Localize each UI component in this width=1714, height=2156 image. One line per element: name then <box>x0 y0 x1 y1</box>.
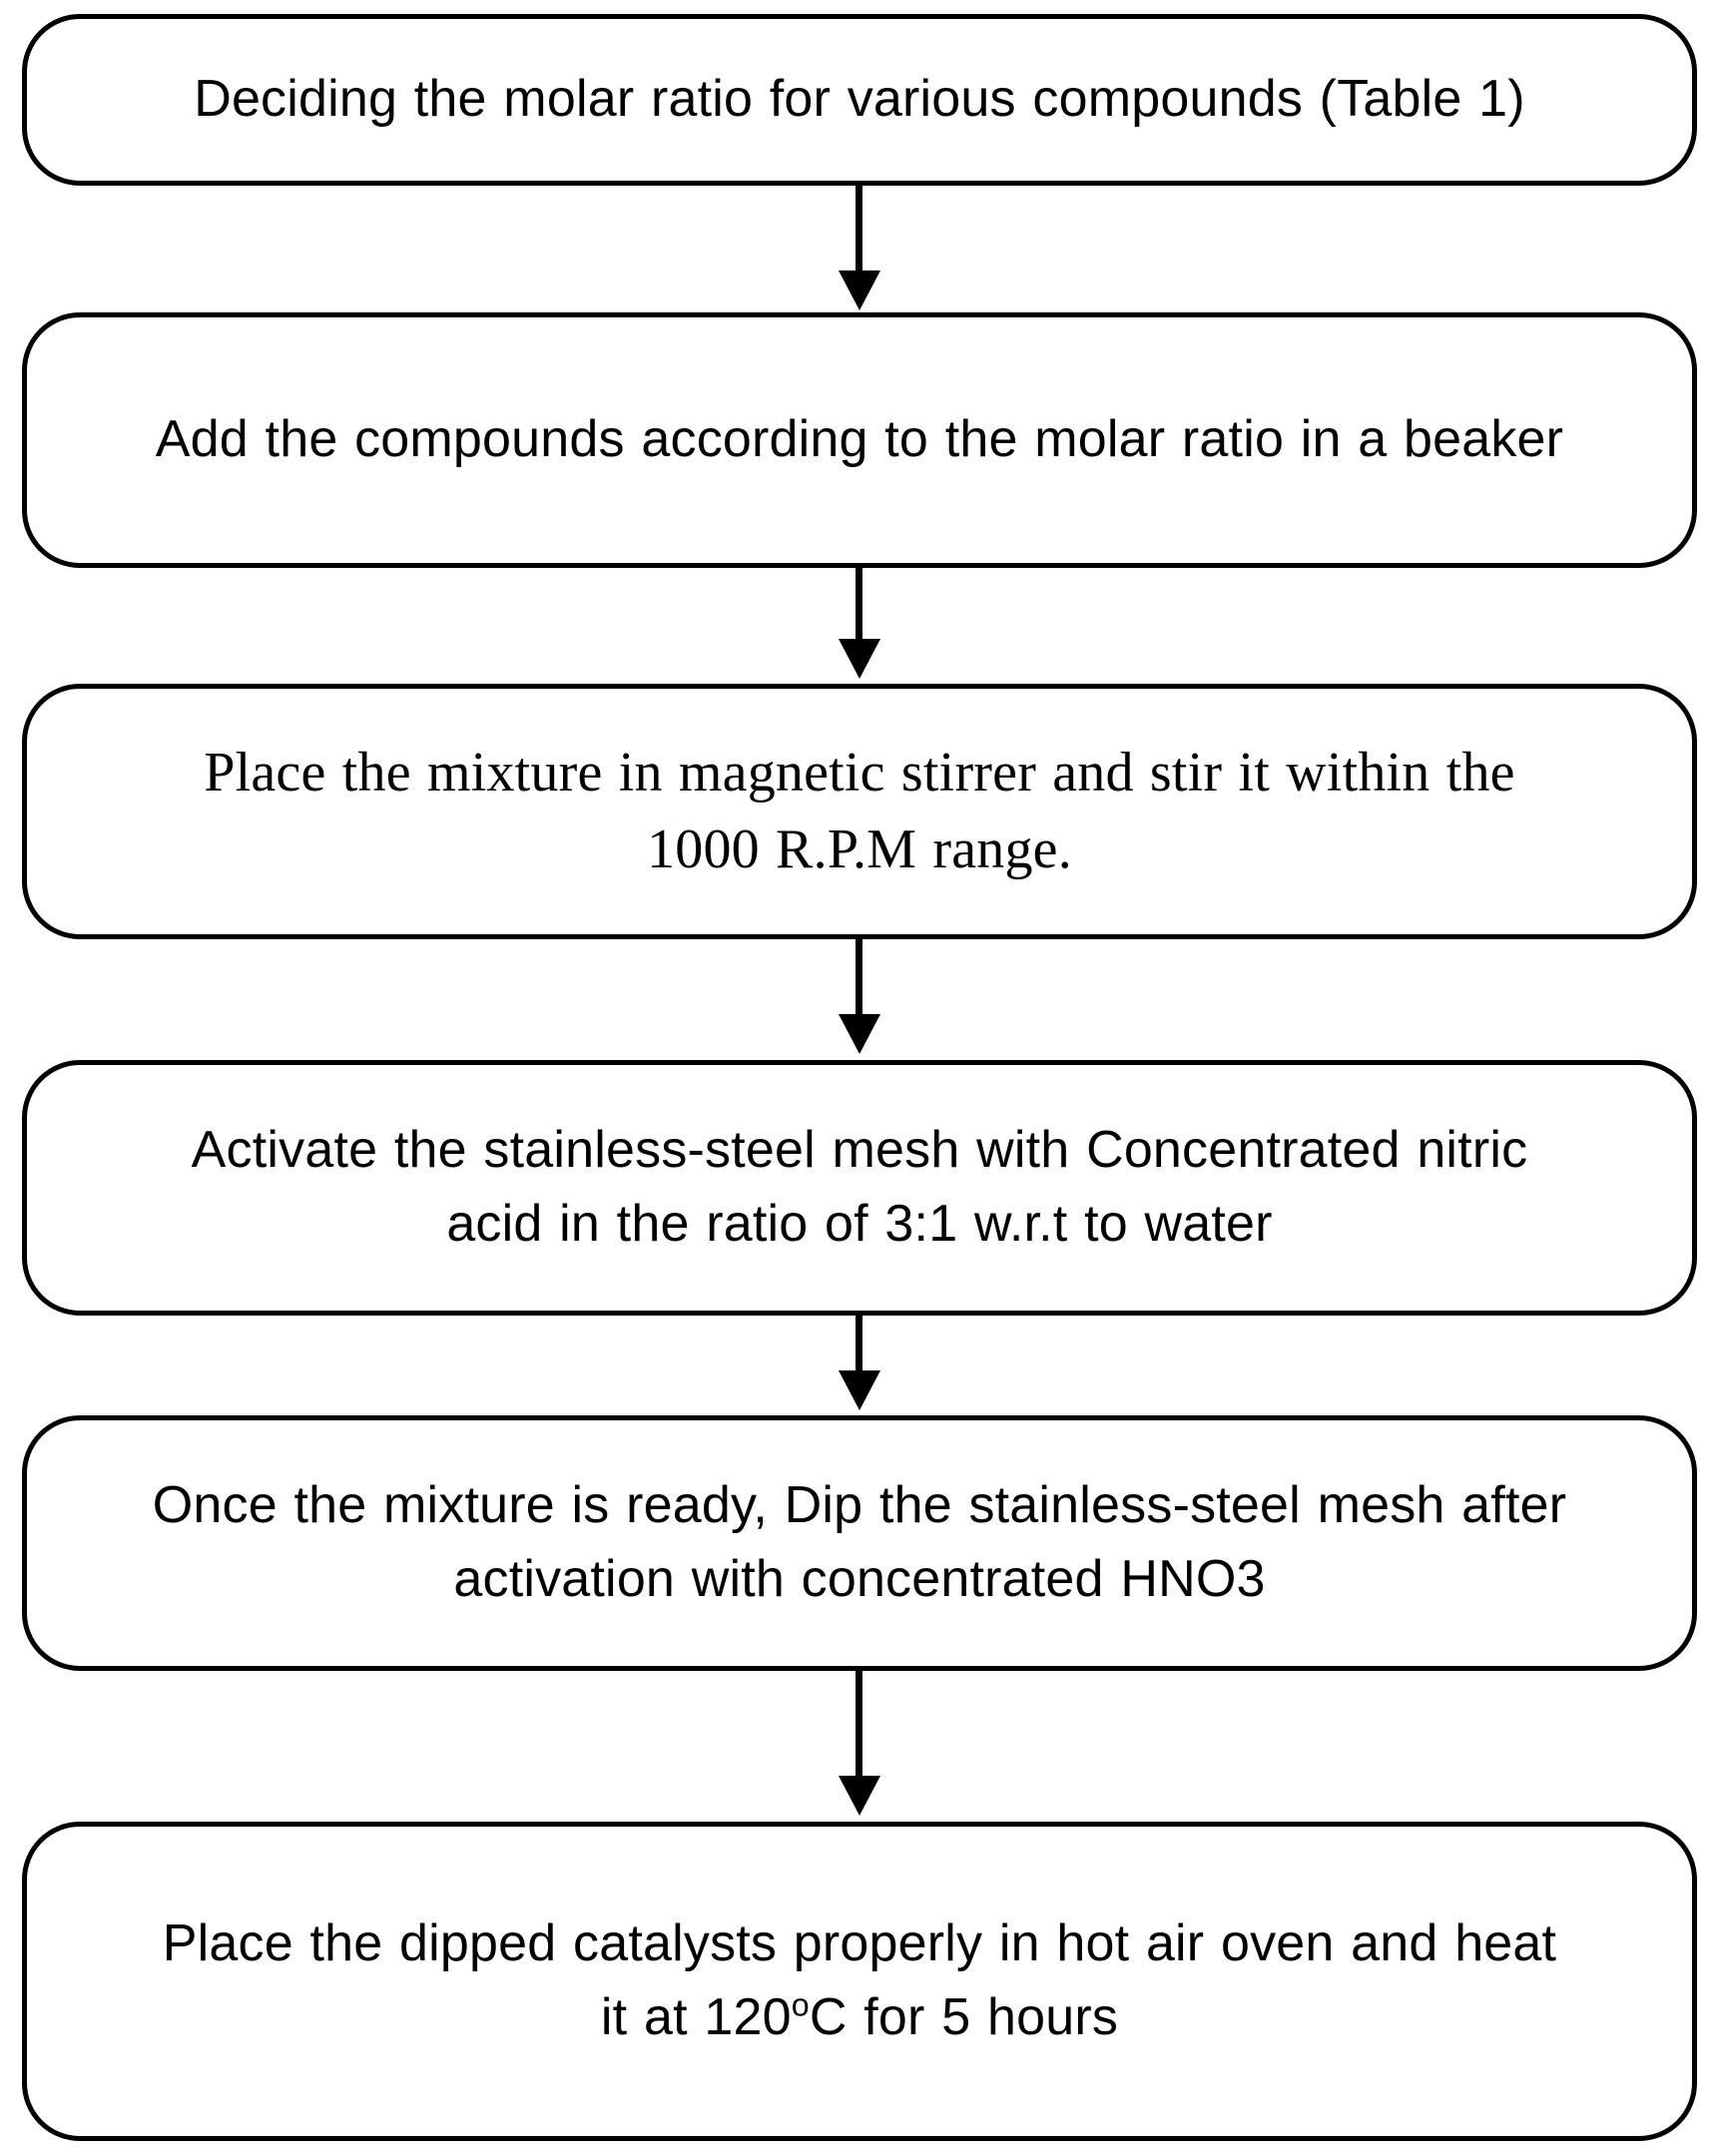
node-label-step-3-line-2: 1000 R.P.M range. <box>647 818 1072 880</box>
arrow-head-icon <box>839 639 880 679</box>
node-label-step-5-line-2: activation with concentrated HNO3 <box>453 1550 1266 1608</box>
node-label-step-3-line-1: Place the mixture in magnetic stirrer an… <box>204 741 1515 804</box>
arrow-shaft <box>856 1316 862 1373</box>
node-label-step-5-line-1: Once the mixture is ready, Dip the stain… <box>152 1476 1567 1535</box>
node-label-step-6-temp-prefix: it at 120 <box>600 1988 792 2046</box>
flowchart-node-step-6[interactable]: Place the dipped catalysts properly in h… <box>22 1822 1697 2141</box>
flowchart-node-step-2[interactable]: Add the compounds according to the molar… <box>22 312 1697 568</box>
arrow-head-icon <box>839 1370 880 1410</box>
node-label-step-3: Place the mixture in magnetic stirrer an… <box>94 735 1626 889</box>
arrow-head-icon <box>839 1014 880 1054</box>
node-label-step-4: Activate the stainless-steel mesh with C… <box>94 1114 1626 1262</box>
node-label-step-4-line-2: acid in the ratio of 3:1 w.r.t to water <box>446 1195 1273 1253</box>
node-label-step-1: Deciding the molar ratio for various com… <box>194 70 1525 129</box>
flowchart-node-step-4[interactable]: Activate the stainless-steel mesh with C… <box>22 1060 1697 1316</box>
flowchart-node-step-5[interactable]: Once the mixture is ready, Dip the stain… <box>22 1415 1697 1671</box>
arrow-shaft <box>856 186 862 273</box>
arrow-shaft <box>856 939 862 1017</box>
node-label-step-6-line-2: it at 120oC for 5 hours <box>601 1988 1118 2046</box>
flowchart-node-step-3[interactable]: Place the mixture in magnetic stirrer an… <box>22 684 1697 939</box>
arrow-head-icon <box>839 270 880 310</box>
flowchart-node-step-1[interactable]: Deciding the molar ratio for various com… <box>22 14 1697 186</box>
node-label-step-6: Place the dipped catalysts properly in h… <box>94 1907 1626 2055</box>
node-label-step-6-temp-suffix: C for 5 hours <box>809 1988 1119 2046</box>
arrow-shaft <box>856 568 862 642</box>
node-label-step-2: Add the compounds according to the molar… <box>155 410 1564 469</box>
arrow-head-icon <box>839 1776 880 1816</box>
arrow-shaft <box>856 1671 862 1779</box>
degree-superscript-icon: o <box>791 1986 810 2023</box>
node-label-step-5: Once the mixture is ready, Dip the stain… <box>94 1469 1626 1617</box>
node-label-step-4-line-1: Activate the stainless-steel mesh with C… <box>191 1121 1528 1180</box>
node-label-step-6-line-1: Place the dipped catalysts properly in h… <box>162 1914 1557 1973</box>
